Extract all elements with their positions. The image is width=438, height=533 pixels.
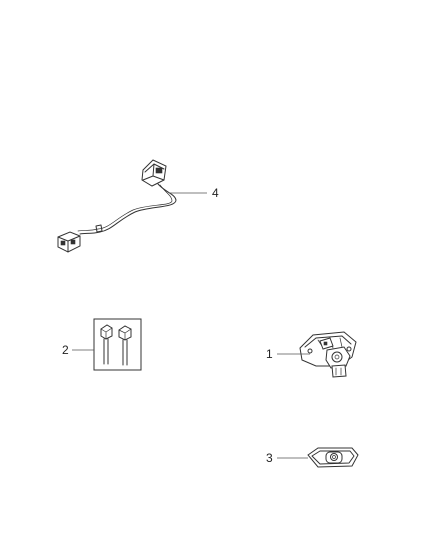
callout-1-label: 1	[266, 347, 273, 361]
callout-3-label: 3	[266, 451, 273, 465]
part-1-housing: 1	[266, 331, 357, 378]
part-2-connector-pigtails: 2	[62, 318, 142, 371]
pigtail-right	[118, 325, 132, 366]
callout-2-label: 2	[62, 343, 69, 357]
callout-4-label: 4	[212, 186, 219, 200]
part-3-grommet: 3	[266, 447, 359, 468]
harness-wire	[79, 183, 177, 235]
harness-bottom-connector	[57, 231, 81, 253]
pigtail-left	[100, 324, 113, 365]
part-4-wiring-harness: 4	[57, 159, 219, 253]
part-2-frame	[93, 318, 142, 371]
harness-top-connector	[141, 159, 167, 187]
